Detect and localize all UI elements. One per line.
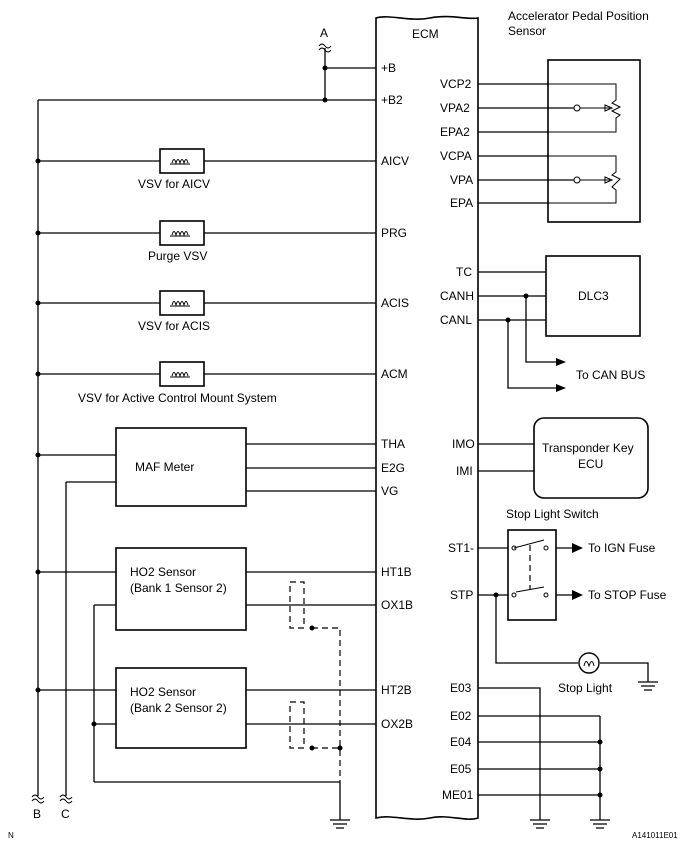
vsv-acis-label: VSV for ACIS (138, 319, 210, 333)
pin-vpa: VPA (450, 173, 473, 187)
pin-b: +B (381, 61, 396, 75)
pin-vpa2: VPA2 (440, 101, 470, 115)
pin-e04: E04 (450, 735, 472, 749)
pin-epa: EPA (450, 196, 473, 210)
vsv-aicv (35, 148, 376, 174)
pin-tc: TC (456, 265, 472, 279)
purge-vsv-label: Purge VSV (148, 249, 207, 263)
shield-ground (94, 781, 350, 829)
pin-stp: STP (450, 588, 473, 602)
figure-id: A141011E01 (632, 831, 678, 840)
pin-aicv: AICV (381, 154, 409, 168)
pin-me01: ME01 (442, 788, 474, 802)
vsv-acm (35, 361, 376, 387)
transponder-key-ecu (478, 417, 649, 499)
pin-canh: CANH (440, 289, 474, 303)
pin-e2g: E2G (381, 461, 405, 475)
ecm-outline (375, 15, 479, 820)
pin-tha: THA (381, 437, 405, 451)
stop-light-switch (478, 529, 658, 691)
vsv-acm-label: VSV for Active Control Mount System (78, 391, 277, 405)
purge-vsv (35, 220, 376, 246)
stop-light-label: Stop Light (558, 681, 613, 695)
pin-acm: ACM (381, 367, 408, 381)
pin-imi: IMI (456, 464, 473, 478)
footer-left-mark: N (8, 831, 14, 840)
maf-meter-label: MAF Meter (135, 460, 194, 474)
connector-c-label: C (61, 807, 70, 821)
dlc3-label: DLC3 (578, 289, 609, 303)
transponder-label-1: Transponder Key (542, 441, 634, 455)
pin-prg: PRG (381, 226, 407, 240)
pin-vg: VG (381, 484, 398, 498)
ecm-grounds (478, 687, 610, 829)
apps-label-1: Accelerator Pedal Position (508, 9, 649, 23)
pin-ox1b: OX1B (381, 598, 413, 612)
power-feed (38, 43, 376, 103)
ho2-sensor-bank1 (35, 547, 376, 782)
break-marks-bottom (31, 794, 73, 804)
ho2-bank2-label-1: HO2 Sensor (130, 685, 196, 699)
apps-sensor (478, 59, 641, 223)
ho2-sensor-bank2 (35, 667, 376, 751)
pin-acis: ACIS (381, 296, 409, 310)
pin-ox2b: OX2B (381, 717, 413, 731)
apps-label-2: Sensor (508, 24, 546, 38)
to-ign-fuse-label: To IGN Fuse (588, 541, 656, 555)
vsv-acis (35, 290, 376, 316)
pin-ht1b: HT1B (381, 565, 412, 579)
ho2-bank1-label-2: (Bank 1 Sensor 2) (130, 581, 227, 595)
pin-b2: +B2 (381, 93, 403, 107)
pin-st1: ST1- (448, 541, 474, 555)
pin-ht2b: HT2B (381, 683, 412, 697)
pin-epa2: EPA2 (440, 125, 470, 139)
transponder-label-2: ECU (578, 457, 603, 471)
pin-e03: E03 (450, 681, 472, 695)
ecm-title: ECM (412, 27, 439, 41)
dlc3 (478, 255, 641, 392)
vsv-aicv-label: VSV for AICV (138, 177, 210, 191)
connector-b-label: B (33, 807, 41, 821)
to-stop-fuse-label: To STOP Fuse (588, 588, 667, 602)
ho2-bank2-label-2: (Bank 2 Sensor 2) (130, 701, 227, 715)
connector-a-label: A (320, 26, 328, 40)
maf-meter (35, 427, 376, 507)
pin-imo: IMO (452, 437, 475, 451)
stop-light-switch-label: Stop Light Switch (506, 507, 599, 521)
pin-e05: E05 (450, 762, 472, 776)
pin-e02: E02 (450, 709, 472, 723)
ho2-bank1-label-1: HO2 Sensor (130, 565, 196, 579)
pin-canl: CANL (440, 313, 472, 327)
pin-vcpa: VCPA (440, 149, 472, 163)
to-can-bus-label: To CAN BUS (576, 368, 645, 382)
pin-vcp2: VCP2 (440, 77, 472, 91)
